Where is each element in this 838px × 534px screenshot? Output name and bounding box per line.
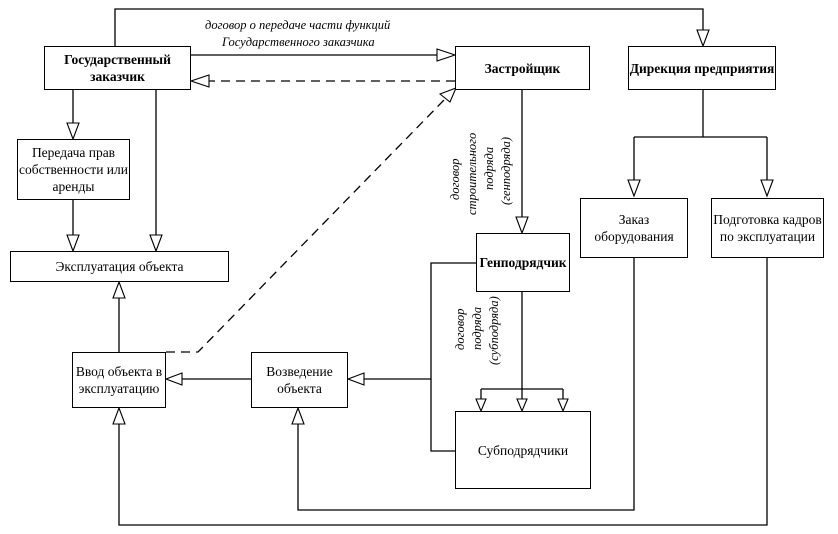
connector-commissioning-to-developer-dashed [166, 98, 446, 353]
arrow-into-operation-left [66, 234, 80, 253]
label-function-transfer-1: договор о передаче части функций [205, 18, 391, 32]
label-sub-contract-3: (субподряда) [487, 296, 501, 365]
arrow-into-rights [66, 122, 80, 141]
commissioning-label: Ввод объекта в эксплуатацию [75, 364, 163, 396]
arrow-into-subcontractors-middle [516, 398, 528, 413]
connector-subcontractors-to-loop [430, 379, 455, 452]
box-general-contractor[interactable]: Генподрядчик [476, 233, 570, 292]
box-object-operation[interactable]: Эксплуатация объекта [10, 251, 229, 282]
label-sub-contract-2: подряда [470, 307, 484, 350]
connector-customer-to-directorate [114, 8, 704, 46]
state-customer-label: Государственный заказчик [64, 52, 171, 84]
label-function-transfer-2: Государственного заказчика [221, 35, 375, 49]
arrow-into-developer-bottom [438, 87, 458, 103]
enterprise-directorate-label: Дирекция предприятия [629, 60, 775, 76]
arrow-into-subcontractors-left [475, 398, 487, 413]
arrow-into-construction-bottom [291, 406, 305, 425]
box-construction[interactable]: Возведение объекта [251, 352, 348, 408]
arrow-into-commissioning [164, 372, 183, 386]
box-developer[interactable]: Застройщик [455, 46, 590, 90]
box-state-customer[interactable]: Государственный заказчик [44, 46, 191, 90]
box-rights-transfer[interactable]: Передача прав собственности или аренды [17, 139, 130, 200]
arrow-into-operation-right [149, 234, 163, 253]
label-construction-contract-1: договор [448, 159, 462, 200]
label-construction-contract-2: строительного [465, 133, 479, 215]
box-subcontractors[interactable]: Субподрядчики [455, 411, 591, 489]
arrow-into-construction-right [346, 372, 365, 386]
developer-label: Застройщик [484, 60, 561, 76]
box-commissioning[interactable]: Ввод объекта в эксплуатацию [72, 352, 166, 408]
arrow-into-operation-bottom [112, 280, 126, 299]
label-sub-contract-1: договор [453, 309, 467, 350]
box-enterprise-directorate[interactable]: Дирекция предприятия [628, 46, 776, 90]
object-operation-label: Эксплуатация объекта [55, 259, 184, 274]
connector-training-to-commissioning [118, 258, 768, 526]
connector-equipment-to-construction [297, 258, 635, 511]
box-staff-training[interactable]: Подготовка кадров по эксплуатации [711, 198, 824, 258]
construction-label: Возведение объекта [266, 364, 333, 396]
general-contractor-label: Генподрядчик [479, 255, 567, 270]
arrow-into-training [760, 179, 774, 198]
arrow-into-equipment [627, 179, 641, 198]
label-construction-contract-4: (генподряда) [499, 137, 513, 205]
box-equipment-order[interactable]: Заказ оборудования [580, 198, 688, 258]
rights-transfer-label: Передача прав собственности или аренды [18, 145, 128, 194]
staff-training-label: Подготовка кадров по эксплуатации [713, 212, 822, 244]
connector-gencontractor-to-construction [364, 262, 476, 380]
label-sub-contract: договор подряда (субподряда) [453, 296, 501, 365]
arrow-into-subcontractors-right [557, 398, 569, 413]
label-construction-contract-3: подряда [482, 147, 496, 190]
equipment-order-label: Заказ оборудования [594, 212, 674, 244]
arrow-into-developer [436, 48, 457, 62]
arrow-into-gencontractor [515, 216, 529, 235]
arrow-into-commissioning-bottom [112, 406, 126, 425]
subcontractors-label: Субподрядчики [477, 442, 569, 458]
label-construction-contract: договор строительного подряда (генподряд… [448, 133, 513, 215]
arrow-into-customer [189, 74, 210, 88]
arrow-into-directorate [696, 29, 710, 48]
